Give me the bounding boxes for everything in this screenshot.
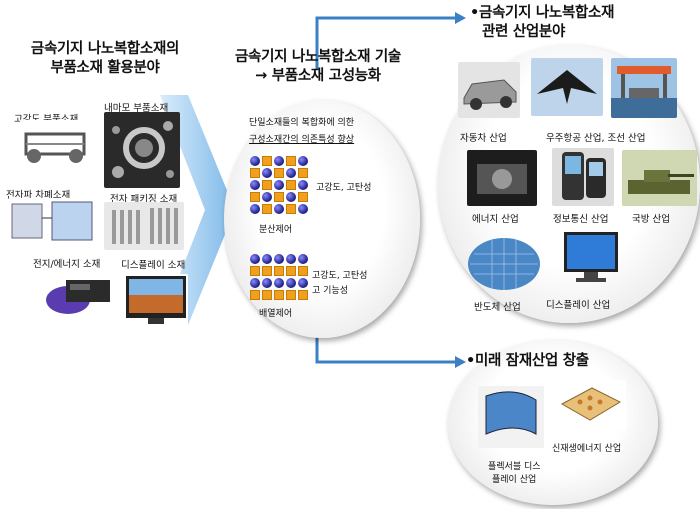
label-display: 디스플레이 소재 (121, 260, 186, 271)
label-wear: 내마모 부품소재 (104, 103, 169, 114)
wafer-image (464, 232, 544, 294)
dispersion-structure (250, 156, 308, 214)
energy-image (467, 150, 537, 206)
arrangement-property: 고강도, 고탄성 고 기능성 (312, 271, 368, 296)
renewable-image (556, 380, 626, 430)
label-semi-industry: 반도체 산업 (474, 302, 521, 313)
label-electronic-parts: 전자파 차폐소재 (6, 190, 71, 201)
battery-image (46, 270, 114, 316)
monitor-image (124, 274, 188, 328)
label-high-strength: 고강도 부품소재 (14, 114, 79, 125)
label-info-industry: 정보통신 산업 (553, 214, 609, 225)
label-flexible: 플렉서블 디스 플레이 산업 (488, 462, 541, 485)
label-renewable: 신재생에너지 산업 (552, 444, 622, 454)
dispersion-property: 고강도, 고탄성 (316, 183, 372, 193)
phone-image (552, 148, 614, 206)
arrangement-structure (250, 254, 308, 300)
arrangement-caption: 배열제어 (259, 309, 293, 319)
flow-chevron (160, 95, 235, 325)
label-defense-industry: 국방 산업 (632, 214, 670, 225)
chassis-image (20, 120, 90, 168)
car-image (458, 62, 520, 118)
center-title: 금속기지 나노복합소재 기술 → 부품소재 고성능화 (235, 49, 401, 84)
future-title: •미래 잠재산업 창출 (466, 353, 589, 369)
label-aero-industry: 우주항공 산업, 조선 산업 (546, 133, 646, 144)
industries-title: •금속기지 나노복합소재 관련 산업분야 (470, 5, 615, 40)
dispersion-caption: 분산제어 (259, 225, 293, 235)
label-display-industry: 디스플레이 산업 (546, 300, 611, 311)
label-packaging: 전자 패키징 소재 (110, 194, 178, 205)
label-energy-industry: 에너지 산업 (472, 214, 519, 225)
shipyard-image (611, 58, 677, 118)
center-heading: 단일소재들의 복합화에 의한 구성소재간의 의존특성 향상 (249, 118, 355, 145)
heatsink-image (104, 202, 184, 250)
jet-image (531, 58, 603, 116)
label-battery: 전지/에너지 소재 (33, 259, 101, 270)
tank-image (622, 150, 697, 206)
left-title: 금속기지 나노복합소재의 부품소재 활용분야 (30, 41, 180, 76)
flexible-display-image (478, 386, 544, 448)
monitor-industry-image (562, 230, 620, 286)
circuit-image (8, 198, 98, 244)
bearings-image (104, 112, 180, 188)
label-auto-industry: 자동차 산업 (460, 133, 507, 144)
